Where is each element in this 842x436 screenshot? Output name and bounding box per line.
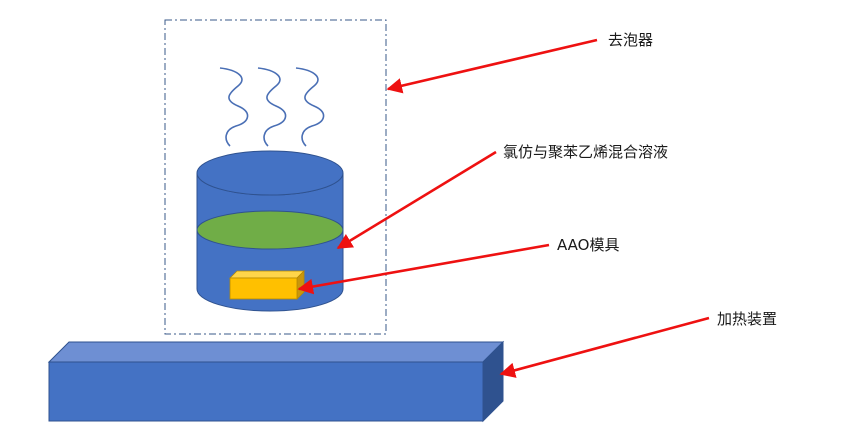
- steam-line-right: [295, 67, 325, 147]
- label-template: AAO模具: [557, 236, 619, 254]
- heater-block: [47, 340, 505, 423]
- label-solution: 氯仿与聚苯乙烯混合溶液: [503, 143, 668, 161]
- aao-template-block: [229, 270, 305, 300]
- label-heater: 加热装置: [717, 310, 777, 328]
- solution-surface: [196, 210, 344, 250]
- arrow-to-heater: [499, 316, 710, 378]
- steam-line-left: [219, 67, 249, 147]
- pointer-arrows: [297, 38, 710, 378]
- degassing-chamber-frame: [164, 19, 387, 335]
- container: [196, 150, 344, 312]
- arrow-to-solution: [336, 150, 497, 250]
- label-degassing: 去泡器: [608, 31, 653, 49]
- arrow-to-degassing: [386, 38, 598, 94]
- heater-top: [47, 341, 505, 363]
- arrow-to-template: [297, 243, 550, 295]
- container-top: [196, 150, 344, 196]
- template-front: [229, 277, 298, 300]
- template-top: [229, 270, 305, 279]
- steam-lines: [219, 67, 325, 147]
- heater-front: [48, 361, 484, 422]
- steam-line-middle: [257, 67, 287, 147]
